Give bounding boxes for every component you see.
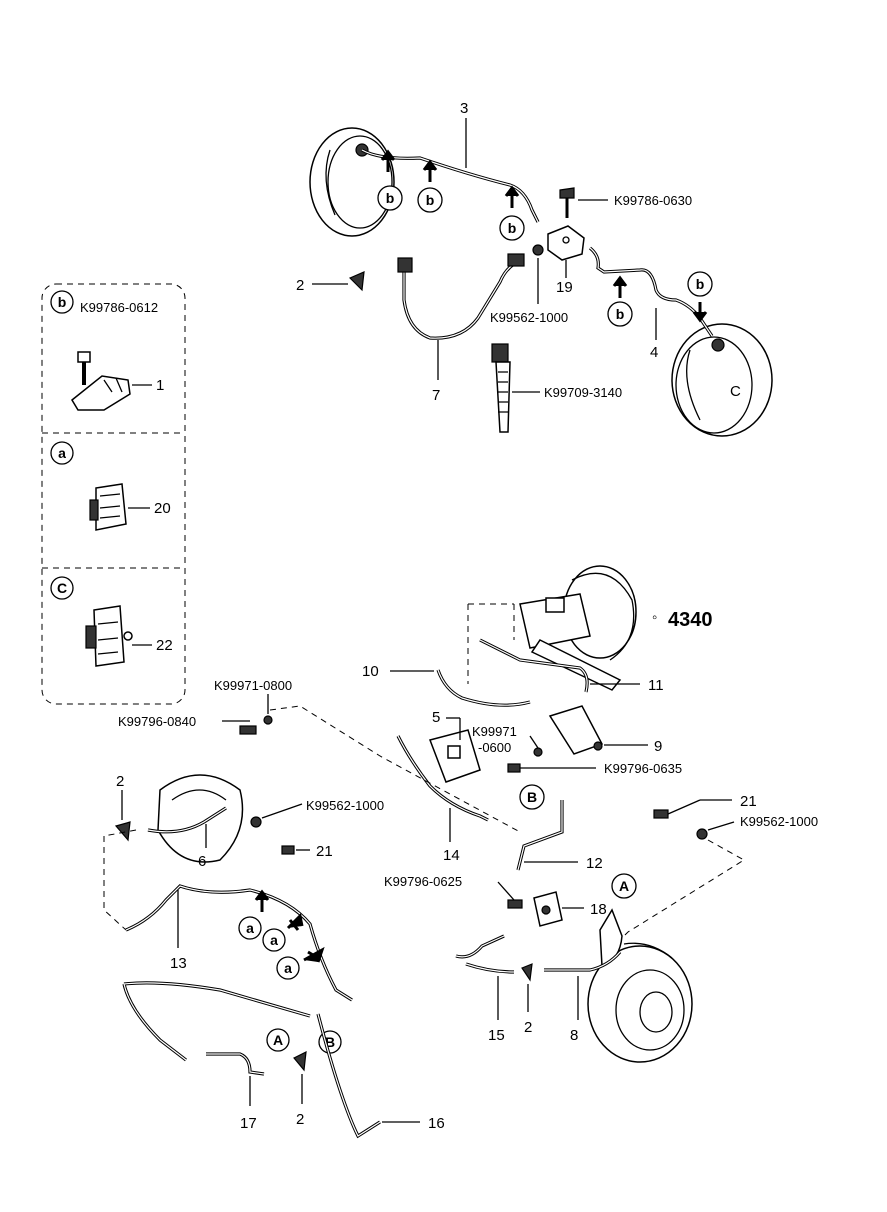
legend-border (41, 283, 186, 705)
marker-B-mid: B (527, 789, 537, 805)
marker-b-circle (50, 290, 74, 314)
master-cylinder (519, 593, 622, 691)
ref-10: 10 (362, 663, 379, 680)
ref-13: 13 (170, 955, 187, 972)
pn-bolt-0630: K99786-0630 (614, 193, 692, 208)
master-cylinder-assembly: ◦ 4340 10 11 5 K99971 -0600 9 K99796-063 (118, 565, 713, 864)
marker-b-5: b (696, 276, 705, 292)
pn-0600: -0600 (478, 740, 511, 755)
marker-b-1: b (386, 190, 395, 206)
ref-21-right: 21 (740, 793, 757, 810)
ref-19: 19 (556, 279, 573, 296)
front-right-brake-assembly: 12 K99796-0625 A 18 21 K99562-1000 (384, 793, 818, 1063)
brake-hose-17 (206, 1052, 265, 1076)
ref-18: 18 (590, 901, 607, 918)
clip-2-icon (348, 271, 365, 292)
ref-15: 15 (488, 1027, 505, 1044)
cable-tie-icon (491, 343, 511, 433)
nut-icon (532, 244, 544, 256)
ref-7: 7 (432, 387, 440, 404)
clip-c-icon (85, 605, 133, 667)
clip-a-icon (89, 483, 127, 531)
junction-block-19 (547, 225, 585, 261)
marker-b-2: b (426, 192, 435, 208)
ref-5: 5 (432, 709, 440, 726)
legend-b-ref: 1 (156, 377, 164, 394)
junction-block-18 (533, 891, 563, 927)
ref-11: 11 (648, 677, 664, 694)
brake-pipe-15 (455, 934, 515, 974)
ref-21-left: 21 (316, 843, 333, 860)
legend-a-ref: 20 (154, 500, 171, 517)
brake-hose-7 (402, 262, 515, 340)
pn-clip-3140: K99709-3140 (544, 385, 622, 400)
pn-k99796-0635: K99796-0635 (604, 761, 682, 776)
proportioning-valve-5 (429, 729, 481, 783)
front-left-brake-assembly: 6 2 K99562-1000 21 13 a a a 17 A (103, 773, 445, 1139)
ref-2-left: 2 (116, 773, 124, 790)
pn-k99796-0625: K99796-0625 (384, 874, 462, 889)
legend-c-ref: 22 (156, 637, 173, 654)
left-brake-drum (309, 127, 395, 237)
marker-a-3: a (284, 960, 292, 976)
bolt-icon (559, 187, 575, 218)
ref-9: 9 (654, 738, 662, 755)
drum-marker-c: C (730, 383, 741, 400)
marker-c-circle (50, 576, 74, 600)
right-disc-rotor (587, 908, 693, 1063)
pn-nut-1000: K99562-1000 (490, 310, 568, 325)
legend-b-part-number: K99786-0612 (80, 300, 158, 315)
svg-text:◦: ◦ (652, 609, 657, 626)
ref-8: 8 (570, 1027, 578, 1044)
brake-pipe-10 (436, 669, 531, 707)
marker-a-circle (50, 441, 74, 465)
ref-2-lower: 2 (296, 1111, 304, 1128)
marker-B-left: B (325, 1034, 335, 1050)
ref-16: 16 (428, 1115, 445, 1132)
ref-14: 14 (443, 847, 460, 864)
clip-bolt-icon (71, 351, 131, 411)
pn-k99971: K99971 (472, 724, 517, 739)
marker-b-label: b (58, 294, 67, 310)
legend-panel: b K99786-0612 1 a 20 C 22 (41, 283, 186, 705)
marker-A-left: A (273, 1032, 283, 1048)
marker-A-right: A (619, 878, 629, 894)
pn-k99971-0800: K99971-0800 (214, 678, 292, 693)
ref-17: 17 (240, 1115, 257, 1132)
ref-4: 4 (650, 344, 658, 361)
ref-12: 12 (586, 855, 603, 872)
left-caliper (157, 774, 244, 863)
clip-2-right-icon (521, 963, 533, 982)
marker-a-1: a (246, 920, 254, 936)
marker-a-label: a (58, 445, 66, 461)
ref-6: 6 (198, 853, 206, 870)
marker-b-3: b (508, 220, 517, 236)
pn-k99562-left: K99562-1000 (306, 798, 384, 813)
ref-4340: 4340 (668, 609, 713, 631)
ref-3: 3 (460, 100, 468, 117)
right-brake-drum: C (671, 323, 773, 437)
valve-9 (548, 705, 604, 755)
marker-b-4: b (616, 306, 625, 322)
marker-c-label: C (57, 580, 67, 596)
clip-2-left-icon (114, 821, 131, 842)
pn-k99562-right: K99562-1000 (740, 814, 818, 829)
pn-k99796-0840: K99796-0840 (118, 714, 196, 729)
ref-2-top: 2 (296, 277, 304, 294)
ref-2-right: 2 (524, 1019, 532, 1036)
rear-brake-assembly: C 3 b b b 19 K99786-0630 (296, 100, 773, 437)
clip-2-lower-icon (293, 1050, 307, 1072)
marker-a-2: a (270, 932, 278, 948)
